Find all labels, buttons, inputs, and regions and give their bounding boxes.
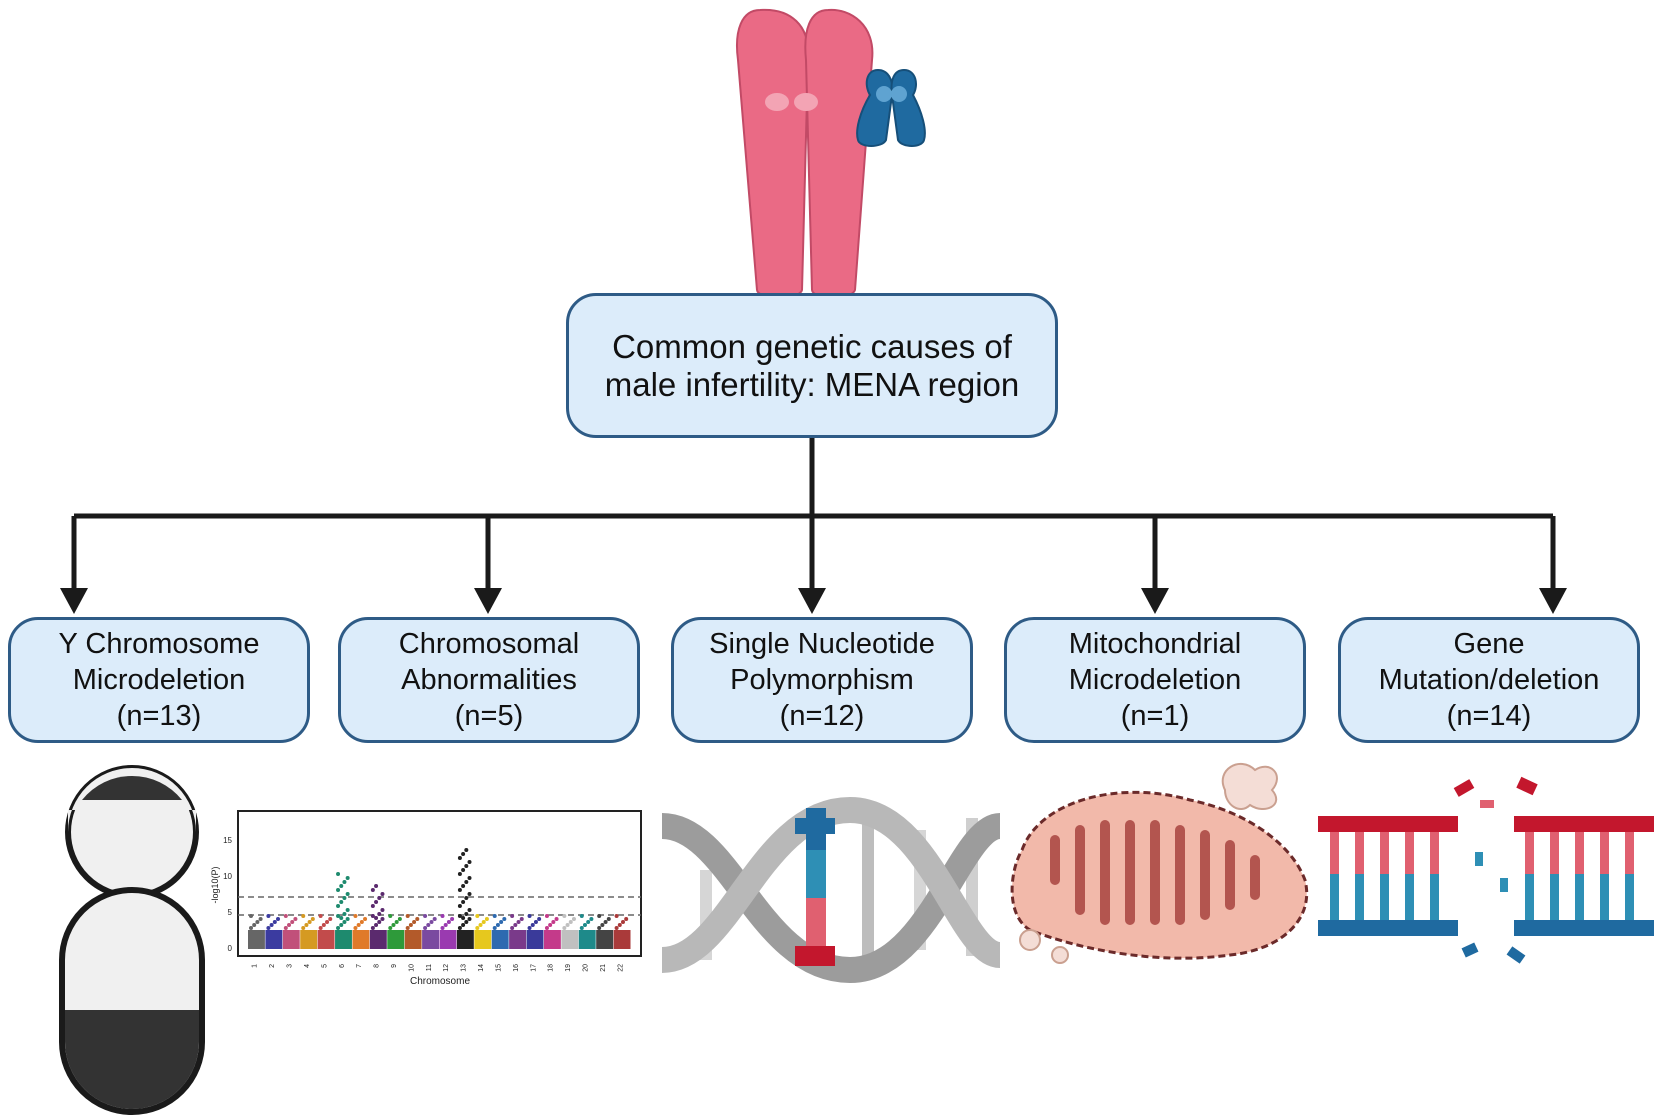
category-gene-mutation-deletion: Gene Mutation/deletion (n=14): [1338, 617, 1640, 743]
arrow-2: [474, 588, 502, 614]
arrow-1: [60, 588, 88, 614]
arrow-5: [1539, 588, 1567, 614]
category-y-chromosome-microdeletion: Y Chromosome Microdeletion (n=13): [8, 617, 310, 743]
tree-connectors: [71, 438, 1556, 590]
category-label: Y Chromosome Microdeletion: [58, 628, 260, 696]
manhattan-xtick: 3: [287, 964, 294, 968]
manhattan-xtick: 6: [339, 964, 346, 968]
manhattan-xtick: 13: [461, 964, 468, 972]
manhattan-xtick: 4: [304, 964, 311, 968]
manhattan-xtick: 16: [513, 964, 520, 972]
y-chromosome-icon: [856, 68, 926, 147]
person-icon: [59, 765, 205, 1115]
manhattan-ytick: 15: [223, 836, 232, 845]
category-single-nucleotide-polymorphism: Single Nucleotide Polymorphism (n=12): [671, 617, 973, 743]
mitochondrion-icon: [1010, 763, 1309, 964]
manhattan-xtick: 12: [443, 964, 450, 972]
manhattan-xtick: 9: [391, 964, 398, 968]
root-label: Common genetic causes of male infertilit…: [604, 327, 1020, 403]
manhattan-xtick: 7: [356, 964, 363, 968]
manhattan-xtick: 19: [565, 964, 572, 972]
manhattan-xtick: 2: [269, 964, 276, 968]
category-mitochondrial-microdeletion: Mitochondrial Microdeletion (n=1): [1004, 617, 1306, 743]
x-chromosome-icon: [736, 8, 874, 299]
manhattan-xtick: 14: [478, 964, 485, 972]
category-count: (n=13): [116, 700, 202, 732]
category-label: Chromosomal Abnormalities: [398, 628, 580, 696]
manhattan-xtick: 15: [495, 964, 502, 972]
category-label: Gene Mutation/deletion: [1378, 628, 1600, 696]
manhattan-xtick: 5: [321, 964, 328, 968]
manhattan-ytick: 5: [228, 908, 233, 917]
arrow-3: [798, 588, 826, 614]
dna-helix-icon: [660, 796, 1003, 984]
manhattan-ytick: 0: [228, 944, 233, 953]
manhattan-xtick: 18: [548, 964, 555, 972]
category-chromosomal-abnormalities: Chromosomal Abnormalities (n=5): [338, 617, 640, 743]
manhattan-xtick: 10: [408, 964, 415, 972]
category-count: (n=14): [1446, 700, 1532, 732]
category-count: (n=5): [454, 700, 524, 732]
manhattan-xlabel: Chromosome: [410, 976, 470, 987]
manhattan-xtick: 22: [617, 964, 624, 972]
manhattan-xtick: 1: [252, 964, 259, 968]
category-count: (n=1): [1120, 700, 1190, 732]
manhattan-xtick: 11: [426, 964, 433, 971]
manhattan-xtick: 21: [600, 964, 607, 972]
category-label: Single Nucleotide Polymorphism: [709, 628, 935, 696]
manhattan-xtick: 20: [582, 964, 589, 972]
category-label: Mitochondrial Microdeletion: [1068, 628, 1242, 696]
manhattan-xtick: 8: [374, 964, 381, 968]
root-node: Common genetic causes of male infertilit…: [566, 293, 1058, 438]
category-count: (n=12): [779, 700, 865, 732]
arrowheads: [60, 588, 1567, 614]
gene-deletion-icon: [1318, 776, 1654, 964]
manhattan-ytick: 10: [223, 872, 232, 881]
manhattan-xtick: 17: [530, 964, 537, 972]
arrow-4: [1141, 588, 1169, 614]
manhattan-ylabel: -log10(P): [210, 866, 220, 903]
